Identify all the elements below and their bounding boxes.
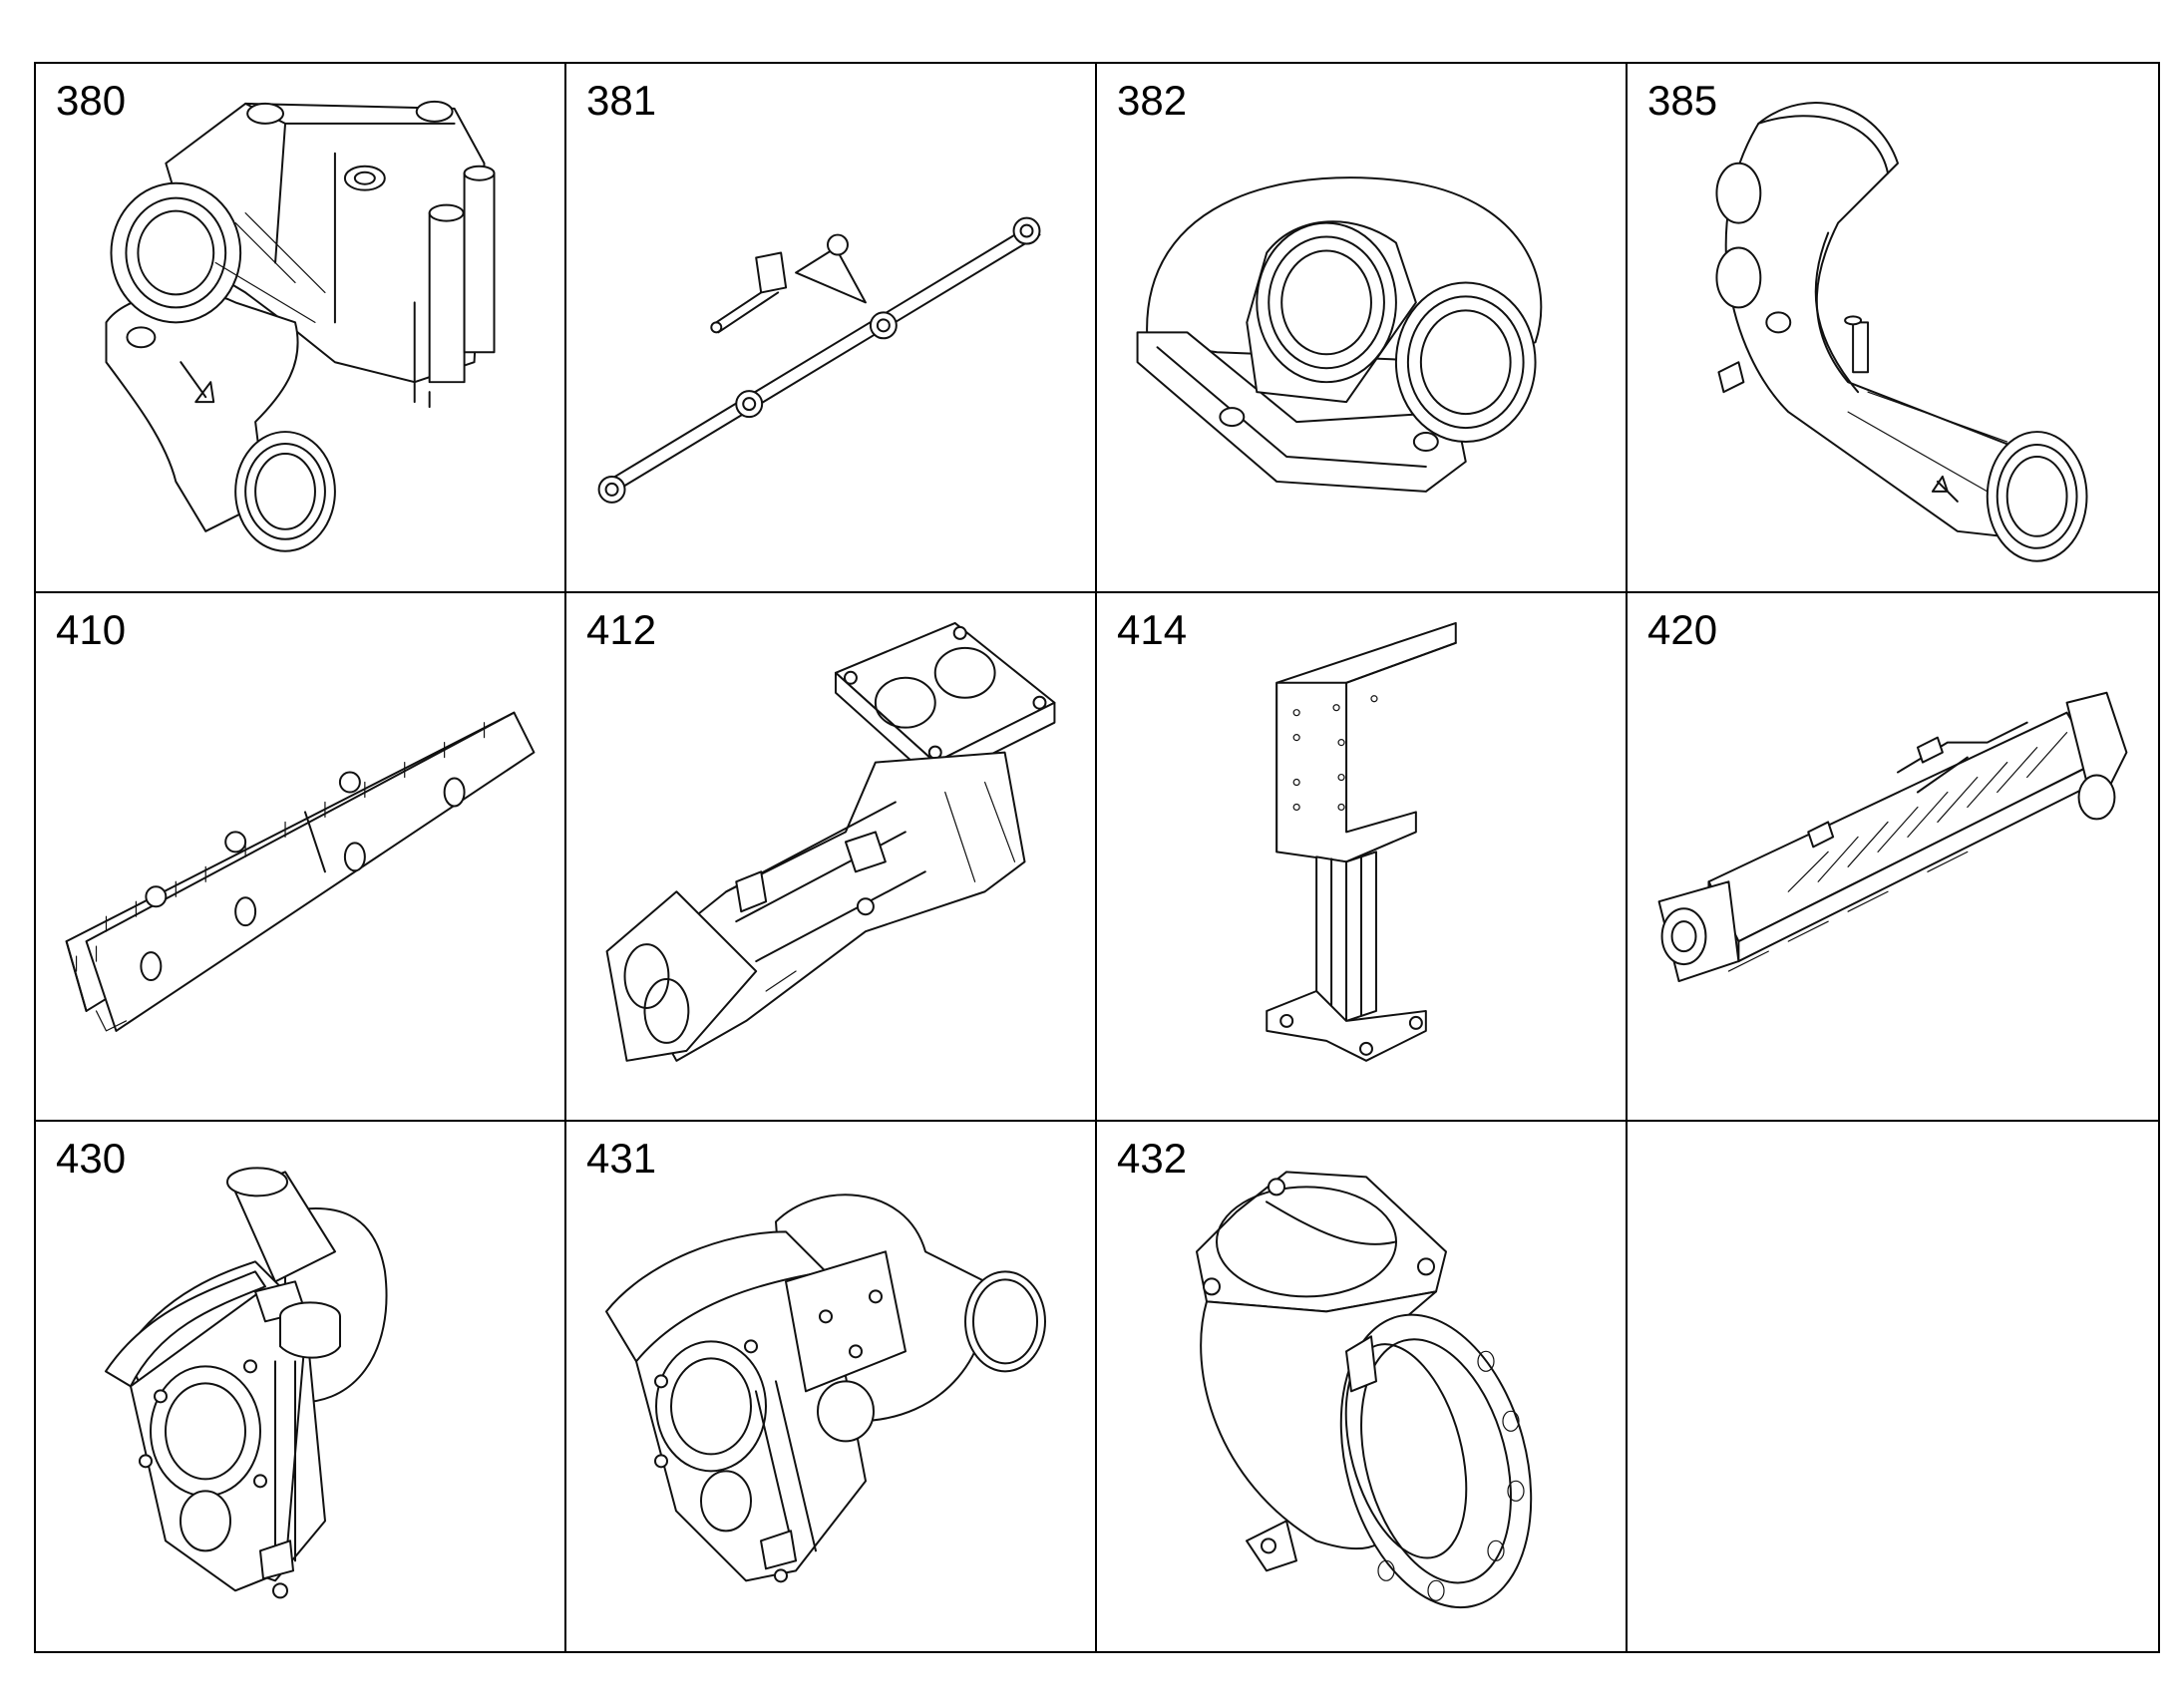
exhaust-manifold-icon — [65, 711, 536, 1032]
part-number: 410 — [56, 605, 127, 653]
part-cell-432[interactable]: 432 — [1097, 1122, 1628, 1651]
banjo-pipe-rod-icon — [597, 216, 1041, 504]
manifold-with-flange-icon — [605, 621, 1056, 1062]
twin-outlet-elbow-icon — [1136, 176, 1543, 493]
part-cell-380[interactable]: 380 — [36, 64, 566, 593]
part-number: 385 — [1647, 77, 1718, 124]
part-number: 431 — [586, 1135, 657, 1183]
part-number: 381 — [586, 77, 657, 124]
part-number: 430 — [56, 1135, 127, 1183]
part-number: 382 — [1117, 77, 1188, 124]
part-cell-385[interactable]: 385 — [1628, 64, 2158, 593]
part-cell-420[interactable]: 420 — [1628, 593, 2158, 1123]
part-number: 414 — [1117, 605, 1188, 653]
turbocharger-icon — [105, 1167, 388, 1599]
part-number: 380 — [56, 77, 127, 124]
part-number: 432 — [1117, 1135, 1188, 1183]
part-cell-412[interactable]: 412 — [566, 592, 1097, 1123]
cooler-assembly-icon — [1657, 691, 2128, 982]
bent-pipe-icon — [1715, 102, 2088, 562]
support-bracket-icon — [1266, 621, 1457, 1062]
housing-with-bent-pipe-icon — [105, 100, 496, 552]
part-cell-431[interactable]: 431 — [566, 1122, 1097, 1651]
part-number: 420 — [1647, 605, 1718, 653]
part-cell-410[interactable]: 410 — [36, 592, 566, 1123]
part-cell-382[interactable]: 382 — [1097, 64, 1628, 593]
part-cell-381[interactable]: 381 — [566, 64, 1097, 593]
part-number: 412 — [586, 605, 657, 653]
turbocharger-alt-icon — [605, 1194, 1046, 1583]
parts-grid: 380 381 — [34, 62, 2160, 1653]
part-cell-430[interactable]: 430 — [36, 1122, 566, 1651]
empty-cell — [1628, 1122, 2158, 1651]
part-cell-414[interactable]: 414 — [1097, 592, 1628, 1123]
elbow-adapter-icon — [1196, 1171, 1533, 1609]
